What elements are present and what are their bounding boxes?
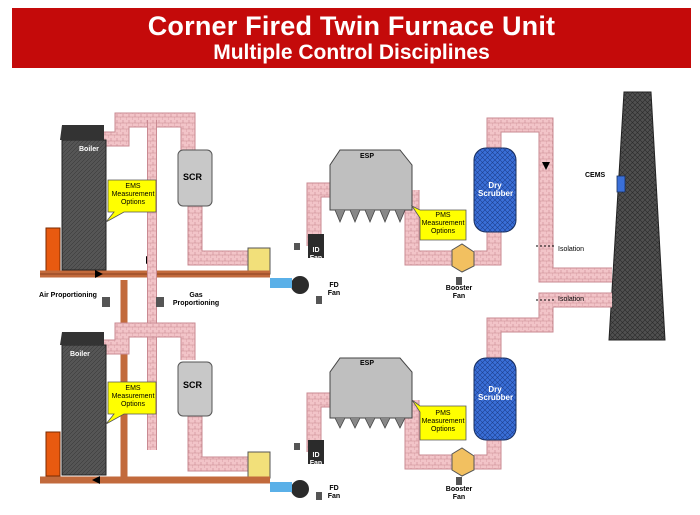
air-proportioning-label: Air Proportioning [39,292,97,299]
boiler-bottom-label: Boiler [70,351,90,358]
ems-bottom-callout: EMS Measurement Options [111,385,155,408]
gas-proportioning-label: Gas Proportioning [172,292,220,307]
burner-icon [45,227,61,273]
damper-icon [294,243,300,250]
page-title: Corner Fired Twin Furnace Unit [147,11,556,41]
isolation-top-label: Isolation [558,246,585,253]
dry-scrubber-bottom-label: Dry Scrubber [478,385,514,402]
cems-label: CEMS [585,172,606,179]
flow-arrow-icon [95,270,103,278]
booster-fan-bottom-label: Booster Fan [445,486,473,501]
damper-icon [316,296,322,304]
esp-bottom-label: ESP [360,360,375,367]
top-train: Boiler [40,112,612,294]
damper-icon [456,477,462,485]
esp-top-label: ESP [360,153,375,160]
pms-top-callout: PMS Measurement Options [421,212,465,235]
booster-fan-top-label: Booster Fan [445,285,473,300]
burner-icon [45,431,61,477]
isolation-bottom-label: Isolation [558,296,585,303]
damper-icon [294,443,300,450]
bottom-train: Boiler [40,292,612,498]
ems-top-callout: EMS Measurement Options [111,183,155,206]
fd-fan-bottom-label: FD Fan [327,485,341,500]
damper-icon [456,277,462,285]
id-fan-top-label: ID Fan [309,247,323,262]
scr-bottom-label: SCR [183,380,203,390]
scr-top-label: SCR [183,172,203,182]
flow-arrow-icon [542,162,550,170]
id-fan-bottom-label: ID Fan [309,452,323,467]
dry-scrubber-top-label: Dry Scrubber [478,181,514,198]
page-subtitle: Multiple Control Disciplines [213,41,490,64]
boiler-top-label: Boiler [79,146,99,153]
damper-icon [156,297,164,307]
fd-fan-top-label: FD Fan [327,282,341,297]
cems-analyzer-icon [616,175,626,193]
damper-icon [316,492,322,500]
title-banner: Corner Fired Twin Furnace Unit Multiple … [12,8,691,68]
flow-arrow-icon [92,476,100,484]
pms-bottom-callout: PMS Measurement Options [421,410,465,433]
damper-icon [102,297,110,307]
stack [608,91,666,341]
